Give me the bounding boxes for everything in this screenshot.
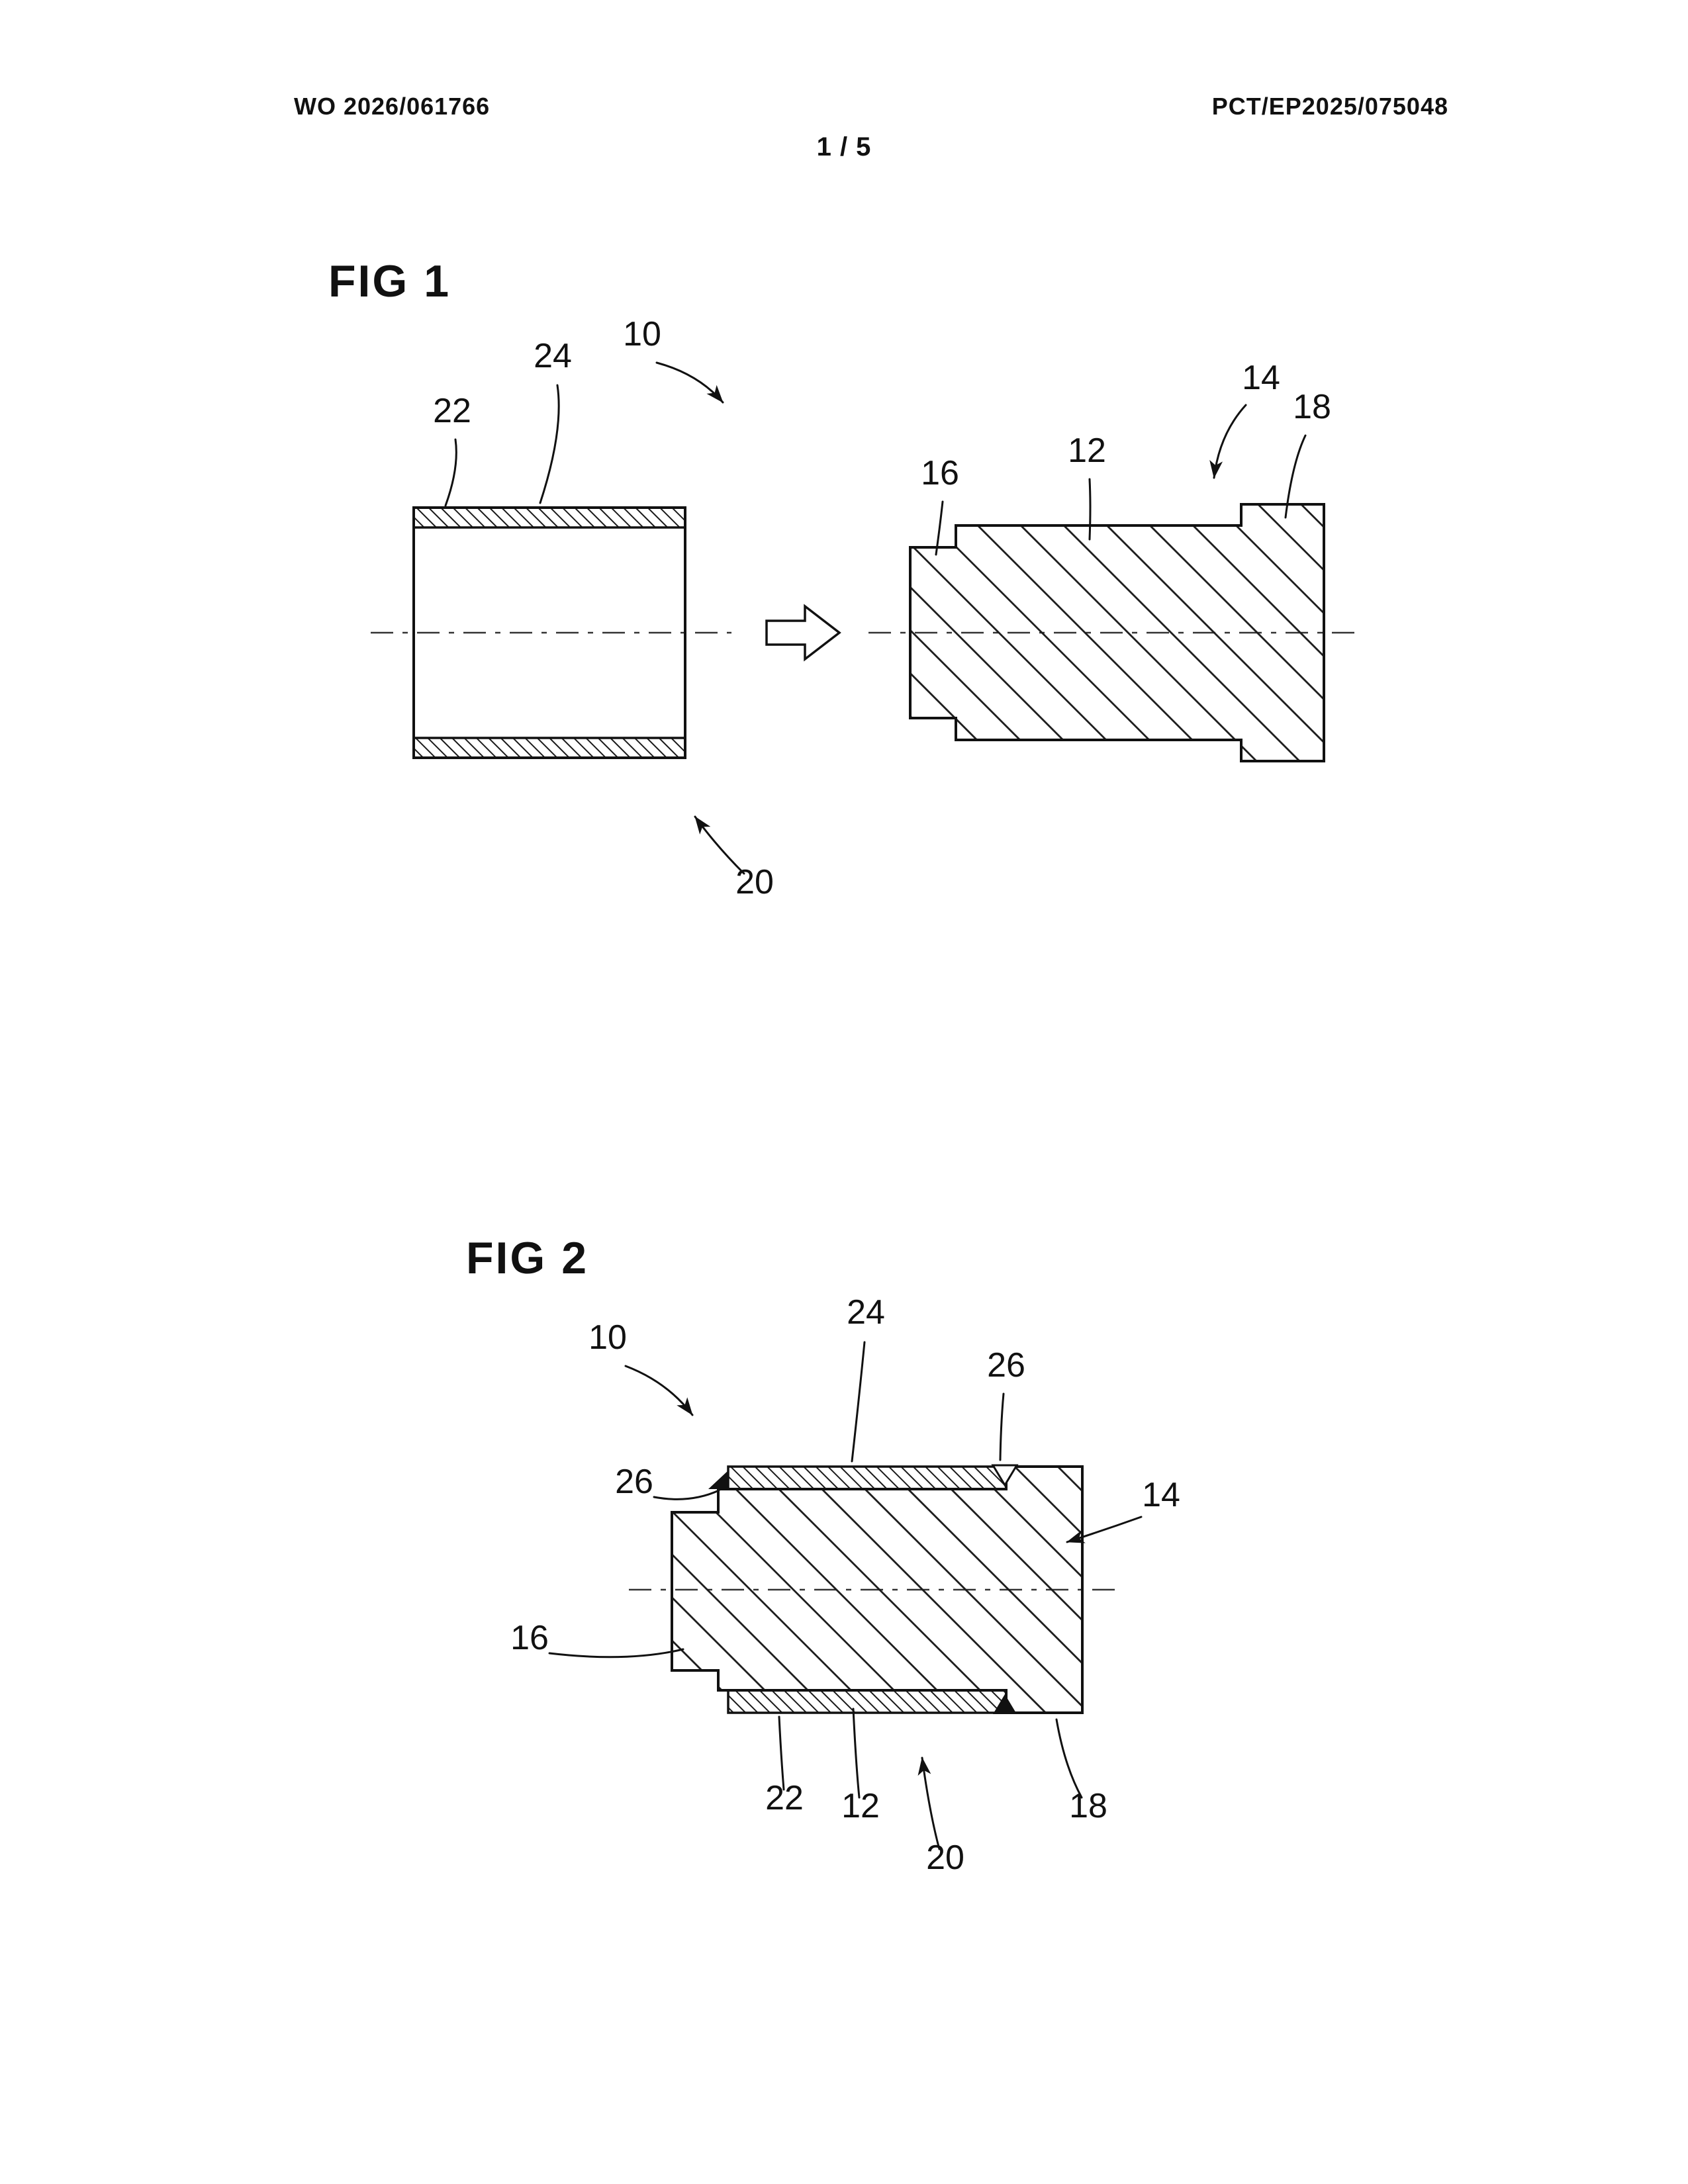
fig1-title: FIG 1	[328, 256, 451, 306]
fig1-ref-20: 20	[735, 863, 774, 901]
fig2-ref-26-left: 26	[615, 1463, 653, 1501]
fig1-sleeve-bottom-wall	[412, 737, 686, 759]
fig1-ref-12: 12	[1068, 432, 1106, 470]
fig2-sleeve-bottom-wall	[727, 1689, 1008, 1714]
fig2-leader-18	[1055, 1718, 1083, 1799]
fig2-ref-20: 20	[926, 1839, 964, 1877]
fig1-ref-14: 14	[1242, 359, 1280, 397]
fig1-shaft-drawing	[868, 503, 1358, 762]
fig2-ref-12: 12	[841, 1787, 880, 1825]
fig2-leader-20	[917, 1756, 941, 1850]
fig1-ref-24: 24	[534, 337, 572, 375]
fig1-leader-18	[1284, 434, 1307, 519]
fig1-sleeve-top-wall	[412, 506, 686, 529]
process-block-arrow-icon	[765, 604, 841, 662]
fig1-leader-16	[935, 500, 944, 556]
fig2-ref-22: 22	[765, 1779, 804, 1817]
fig2-title: FIG 2	[466, 1233, 588, 1283]
fig2-ref-14: 14	[1142, 1476, 1180, 1514]
fig2-shaft-body	[671, 1465, 1084, 1714]
fig2-ref-16: 16	[510, 1619, 549, 1657]
fig2-leader-16	[548, 1648, 684, 1659]
fig1-leader-22	[444, 438, 457, 507]
publication-number: WO 2026/061766	[294, 93, 491, 120]
fig2-weld-mark-left-icon	[708, 1471, 728, 1489]
fig1-shaft-body	[909, 503, 1325, 762]
fig1-sleeve-drawing	[371, 506, 731, 759]
fig1-ref-22: 22	[433, 392, 471, 430]
fig2-weld-mark-bottom-right-icon	[993, 1694, 1017, 1714]
fig2-ref-18: 18	[1069, 1787, 1107, 1825]
application-number: PCT/EP2025/075048	[1211, 93, 1448, 120]
fig1-ref-16: 16	[921, 454, 959, 492]
fig2-leader-22	[778, 1715, 785, 1791]
fig2-ref-24: 24	[847, 1293, 885, 1332]
fig2-leader-24	[851, 1341, 866, 1463]
fig1-leader-14	[1209, 404, 1247, 479]
fig2-leader-26-left	[653, 1489, 720, 1500]
fig1-leader-10	[655, 361, 724, 404]
fig2-leader-12	[852, 1707, 861, 1799]
fig2-ref-10: 10	[588, 1318, 627, 1357]
page-indicator: 1 / 5	[816, 132, 872, 161]
fig1-ref-18: 18	[1293, 388, 1331, 426]
fig2-assembly-drawing	[629, 1464, 1120, 1714]
fig2-leader-26-top	[999, 1392, 1005, 1461]
fig2-leader-14	[1066, 1516, 1143, 1543]
fig1: FIG 1 10 24 22	[328, 256, 1358, 901]
fig1-sleeve-outline	[412, 506, 686, 759]
fig2-sleeve-top-wall	[727, 1465, 1008, 1490]
fig2-ref-26-top: 26	[987, 1346, 1025, 1385]
fig1-leader-24	[539, 384, 560, 504]
fig1-references: 10 24 22 16 12 14 18 20	[433, 315, 1331, 901]
fig1-ref-10: 10	[623, 315, 661, 353]
fig2-leader-10	[624, 1365, 694, 1416]
fig2-references: 10 24 26 26 14 16 22 12 20 18	[510, 1293, 1180, 1877]
fig2-weld-mark-top-right-icon	[991, 1464, 1019, 1487]
fig1-leader-20	[694, 815, 745, 875]
fig2: FIG 2 10 24 26	[466, 1233, 1180, 1877]
